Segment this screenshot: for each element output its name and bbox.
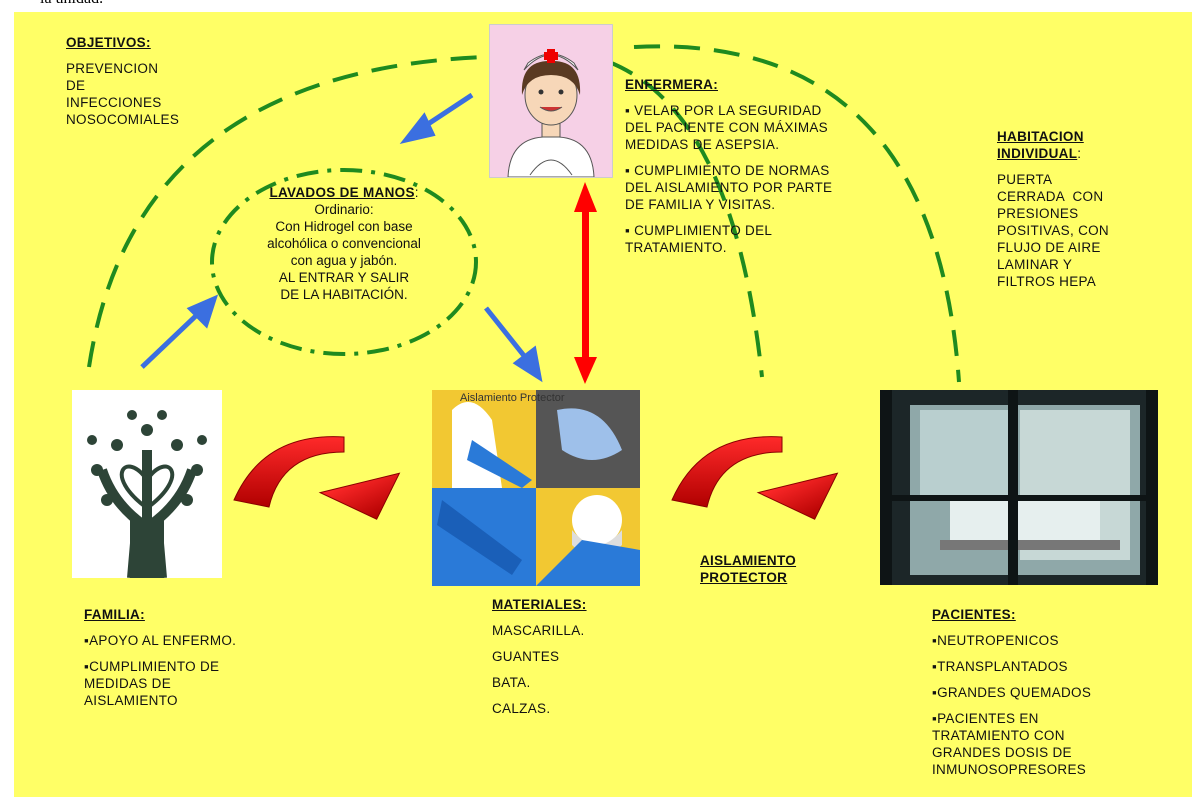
protective-materials-collage: Aislamiento Protector	[432, 390, 640, 586]
blue-arrow-hands-to-materials	[484, 306, 543, 383]
objetivos-dashed-arc	[87, 55, 485, 368]
lavados-title-suffix: :	[414, 185, 419, 200]
curved-red-arrow-left	[233, 436, 401, 520]
habitacion-title-line1: HABITACION	[997, 129, 1084, 144]
pacientes-item: ▪TRANSPLANTADOS	[932, 659, 1068, 674]
enfermera-dashed-arc	[608, 60, 764, 378]
pacientes-title: PACIENTES:	[932, 607, 1016, 622]
lavados-title: LAVADOS DE MANOS	[269, 185, 415, 200]
materiales-item: CALZAS.	[492, 701, 551, 716]
habitacion-dashed-arc	[633, 44, 961, 383]
nurse-illustration	[489, 24, 613, 178]
pacientes-item: ▪GRANDES QUEMADOS	[932, 685, 1092, 700]
objetivos-block: OBJETIVOS: PREVENCION DE INFECCIONES NOS…	[66, 34, 179, 128]
lavados-line: DE LA HABITACIÓN.	[280, 287, 408, 302]
aislamiento-line2: PROTECTOR	[700, 570, 788, 585]
lavados-line: AL ENTRAR Y SALIR	[278, 270, 410, 285]
lavados-line: alcohólica o convencional	[267, 236, 421, 251]
objetivos-line: INFECCIONES	[66, 95, 162, 110]
habitacion-line: LAMINAR Y	[997, 257, 1073, 272]
enfermera-item: ▪ CUMPLIMIENTO DEL TRATAMIENTO.	[625, 223, 772, 255]
enfermera-item: ▪ VELAR POR LA SEGURIDAD DEL PACIENTE CO…	[625, 103, 828, 152]
aislamiento-line1: AISLAMIENTO	[700, 553, 797, 568]
pacientes-block: PACIENTES: ▪NEUTROPENICOS ▪TRANSPLANTADO…	[932, 606, 1117, 778]
lavados-line: con agua y jabón.	[290, 253, 398, 268]
red-double-arrow	[574, 182, 597, 384]
objetivos-line: NOSOCOMIALES	[66, 112, 180, 127]
habitacion-line: CERRADA CON	[997, 189, 1104, 204]
habitacion-line: PUERTA	[997, 172, 1053, 187]
materiales-title: MATERIALES:	[492, 597, 587, 612]
habitacion-line: FILTROS HEPA	[997, 274, 1097, 289]
objetivos-title: OBJETIVOS:	[66, 35, 151, 50]
habitacion-title-line2: INDIVIDUAL	[997, 146, 1078, 161]
materiales-item: MASCARILLA.	[492, 623, 585, 638]
lavados-line: Con Hidrogel con base	[275, 219, 413, 234]
aislamiento-label: AISLAMIENTO PROTECTOR	[700, 552, 796, 586]
materials-image-label: Aislamiento Protector	[460, 392, 565, 404]
enfermera-title: ENFERMERA:	[625, 77, 718, 92]
materiales-item: BATA.	[492, 675, 531, 690]
diagram-shapes	[87, 44, 961, 520]
habitacion-line: PRESIONES	[997, 206, 1079, 221]
hospital-room-photo	[880, 390, 1158, 585]
familia-item: ▪CUMPLIMIENTO DE MEDIDAS DE AISLAMIENTO	[84, 659, 220, 708]
top-caption: la unidad.	[40, 0, 103, 8]
habitacion-line: POSITIVAS, CON	[997, 223, 1109, 238]
habitacion-title-suffix: :	[1077, 146, 1082, 161]
familia-item: ▪APOYO AL ENFERMO.	[84, 633, 237, 648]
objetivos-line: PREVENCION	[66, 61, 159, 76]
materiales-item: GUANTES	[492, 649, 560, 664]
lavados-ellipse	[210, 168, 478, 356]
pacientes-item: ▪PACIENTES EN TRATAMIENTO CON GRANDES DO…	[932, 711, 1087, 777]
blue-arrow-nurse-to-hands	[399, 92, 474, 145]
curved-red-arrow-right	[671, 436, 839, 520]
habitacion-block: HABITACION INDIVIDUAL: PUERTA CERRADA CO…	[997, 128, 1157, 290]
lavados-block: LAVADOS DE MANOS: Ordinario: Con Hidroge…	[214, 184, 474, 303]
diagram-canvas: Aislamiento Protector OBJETIVOS: PREVENC…	[14, 12, 1192, 797]
lavados-line: Ordinario:	[314, 202, 374, 217]
objetivos-line: DE	[66, 78, 86, 93]
enfermera-block: ENFERMERA: ▪ VELAR POR LA SEGURIDAD DEL …	[625, 76, 845, 256]
pacientes-item: ▪NEUTROPENICOS	[932, 633, 1059, 648]
family-tree-icon	[72, 390, 222, 578]
materiales-block: MATERIALES: MASCARILLA. GUANTES BATA. CA…	[492, 596, 587, 717]
habitacion-line: FLUJO DE AIRE	[997, 240, 1101, 255]
enfermera-item: ▪ CUMPLIMIENTO DE NORMAS DEL AISLAMIENTO…	[625, 163, 833, 212]
familia-block: FAMILIA: ▪APOYO AL ENFERMO. ▪CUMPLIMIENT…	[84, 606, 259, 709]
familia-title: FAMILIA:	[84, 607, 145, 622]
blue-arrow-family-to-hands	[140, 294, 219, 369]
